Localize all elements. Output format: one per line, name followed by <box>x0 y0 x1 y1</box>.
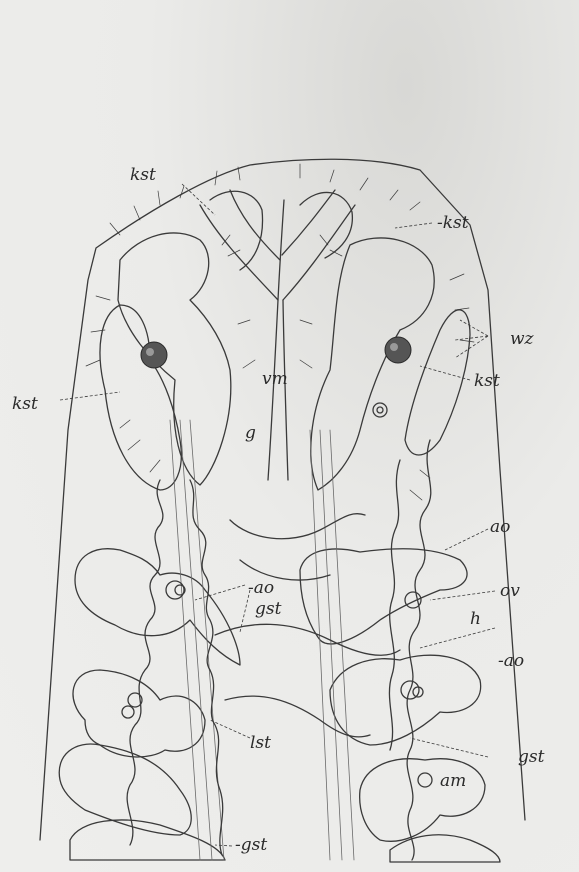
right-segment-2 <box>330 655 481 745</box>
label-am: am <box>440 771 466 791</box>
median-vessel <box>268 200 288 480</box>
label-kst-top: kst <box>130 165 156 185</box>
left-segment-4 <box>70 820 225 860</box>
head-outline <box>40 159 525 840</box>
left-segment-1 <box>75 549 240 665</box>
right-upper-lobe <box>311 238 434 490</box>
left-segment-3 <box>59 744 191 835</box>
label-gst-bottom: -gst <box>235 835 267 855</box>
label-ov: ov <box>500 581 520 601</box>
right-lateral-lobe <box>405 310 470 455</box>
right-eye <box>385 337 411 363</box>
label-vm: vm <box>262 369 288 389</box>
left-eye <box>141 342 167 368</box>
label-ao-right-mid: -ao <box>498 651 524 671</box>
left-coiled-vessel <box>127 480 163 845</box>
left-upper-lobe <box>118 233 231 485</box>
label-wz: wz <box>510 329 535 349</box>
label-kst-top-right: -kst <box>437 213 469 233</box>
label-kst-left: kst <box>12 394 38 414</box>
label-kst-right: kst <box>474 371 500 391</box>
label-g: g <box>245 423 256 443</box>
left-lateral-lobe <box>100 305 181 490</box>
label-h: h <box>470 609 481 629</box>
label-gst-center: gst <box>255 599 282 619</box>
label-ao-center: -ao <box>248 578 274 598</box>
label-ao-right-top: ao <box>490 517 510 537</box>
label-gst-right: gst <box>518 747 545 767</box>
label-lst: lst <box>250 733 271 753</box>
right-coiled-vessel <box>407 440 431 860</box>
right-segment-1 <box>300 549 467 644</box>
